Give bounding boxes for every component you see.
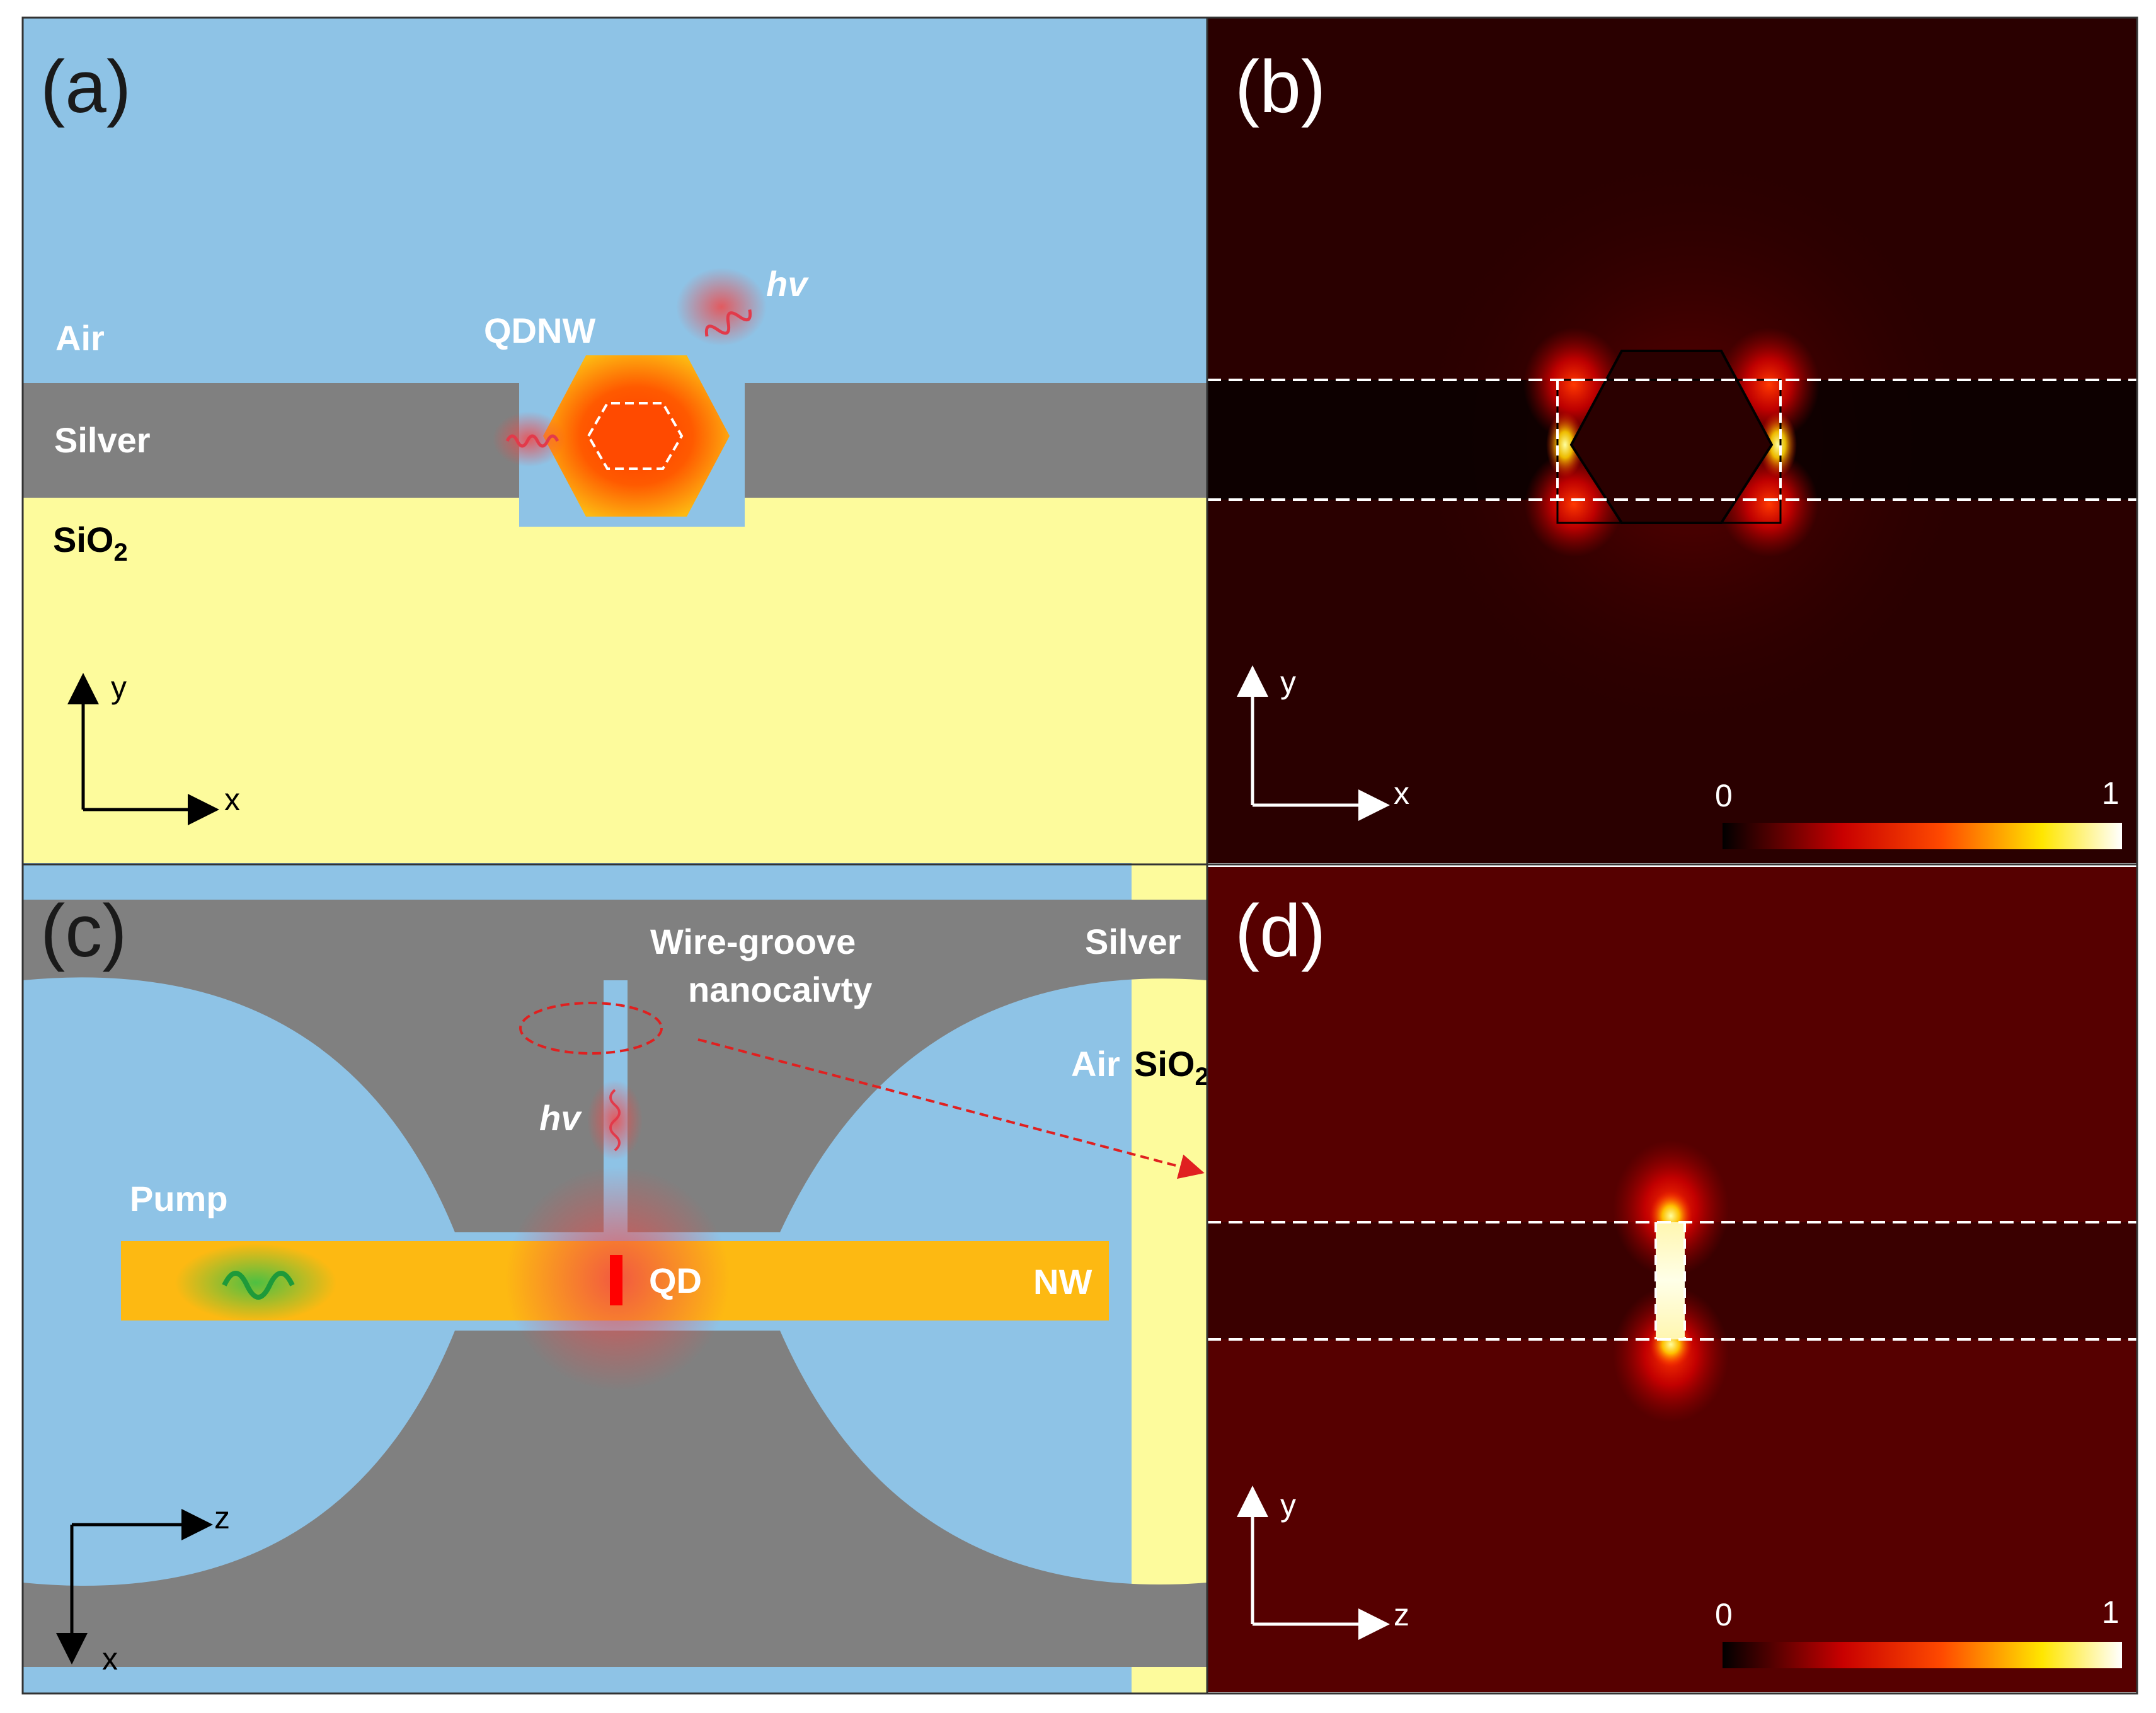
hotspot-vertex-left — [1546, 412, 1584, 478]
panel-label-d: (d) — [1235, 890, 1326, 973]
axis-y-label: y — [1280, 665, 1296, 700]
silver-film-right — [745, 383, 1207, 498]
axis-x-label: x — [224, 782, 240, 817]
nw-label: NW — [1033, 1262, 1092, 1302]
axis-y-label: y — [111, 670, 127, 705]
axis-z-label: z — [214, 1500, 230, 1535]
panel-label-b: (b) — [1235, 45, 1326, 129]
silver-region-dark-left — [1207, 380, 1557, 500]
zoom-arrow — [697, 1038, 1205, 1179]
air-label: Air — [1071, 1044, 1120, 1084]
panel-label-a: (a) — [40, 45, 131, 129]
sio2-label: SiO2 — [1134, 1044, 1209, 1091]
silver-film-left — [23, 383, 519, 498]
hotspot-vertex-right — [1759, 412, 1797, 478]
pump-label: Pump — [130, 1179, 228, 1218]
axis-y-label: y — [1280, 1487, 1296, 1523]
panel-c: (c) Wire-groove nanocaivty Silver Air Si… — [23, 863, 1209, 1693]
colorbar — [1723, 823, 2122, 849]
quantum-dot — [610, 1255, 622, 1305]
panel-d: (d) y z 0 1 — [1207, 867, 2137, 1692]
qd-label: QD — [649, 1261, 702, 1300]
axis-x-label: x — [1394, 776, 1409, 811]
panel-b: (b) y x 0 1 — [1207, 18, 2137, 863]
lateral-wave-icon — [505, 434, 559, 448]
sio2-strip — [1132, 863, 1207, 1693]
zoom-region-ellipse — [519, 1002, 663, 1055]
colorbar — [1723, 1642, 2122, 1668]
pump-glow — [175, 1244, 336, 1322]
colorbar-min-label: 0 — [1715, 778, 1733, 813]
air-label: Air — [55, 318, 105, 358]
groove-field — [1656, 1222, 1685, 1339]
sio2-label: SiO2 — [53, 520, 128, 566]
panel-a: (a) Air Silver SiO2 QDNW hv y x — [23, 18, 1207, 863]
hv-wave-icon — [609, 1089, 621, 1152]
silver-label: Silver — [54, 420, 151, 460]
hv-label: hv — [766, 264, 809, 304]
colorbar-min-label: 0 — [1715, 1597, 1733, 1632]
axis-x-label: x — [102, 1641, 118, 1676]
panel-label-c: (c) — [40, 890, 127, 973]
emission-wave-icon — [704, 309, 752, 337]
wire-groove-label-line1: Wire-groove — [650, 922, 856, 961]
axis-z-label: z — [1394, 1597, 1409, 1632]
quantum-dot-outline — [587, 402, 684, 470]
sio2-substrate — [23, 498, 1207, 863]
emission-glow — [676, 268, 767, 346]
colorbar-max-label: 1 — [2102, 1595, 2119, 1630]
silver-region-dark-right — [1780, 380, 2137, 500]
wire-groove-label-line2: nanocaivty — [688, 970, 873, 1009]
colorbar-max-label: 1 — [2102, 776, 2119, 811]
hv-label: hv — [539, 1098, 582, 1138]
pump-wave-icon — [222, 1271, 295, 1300]
silver-label: Silver — [1085, 922, 1181, 961]
qdnw-label: QDNW — [484, 311, 595, 350]
figure-border — [21, 16, 2138, 1695]
